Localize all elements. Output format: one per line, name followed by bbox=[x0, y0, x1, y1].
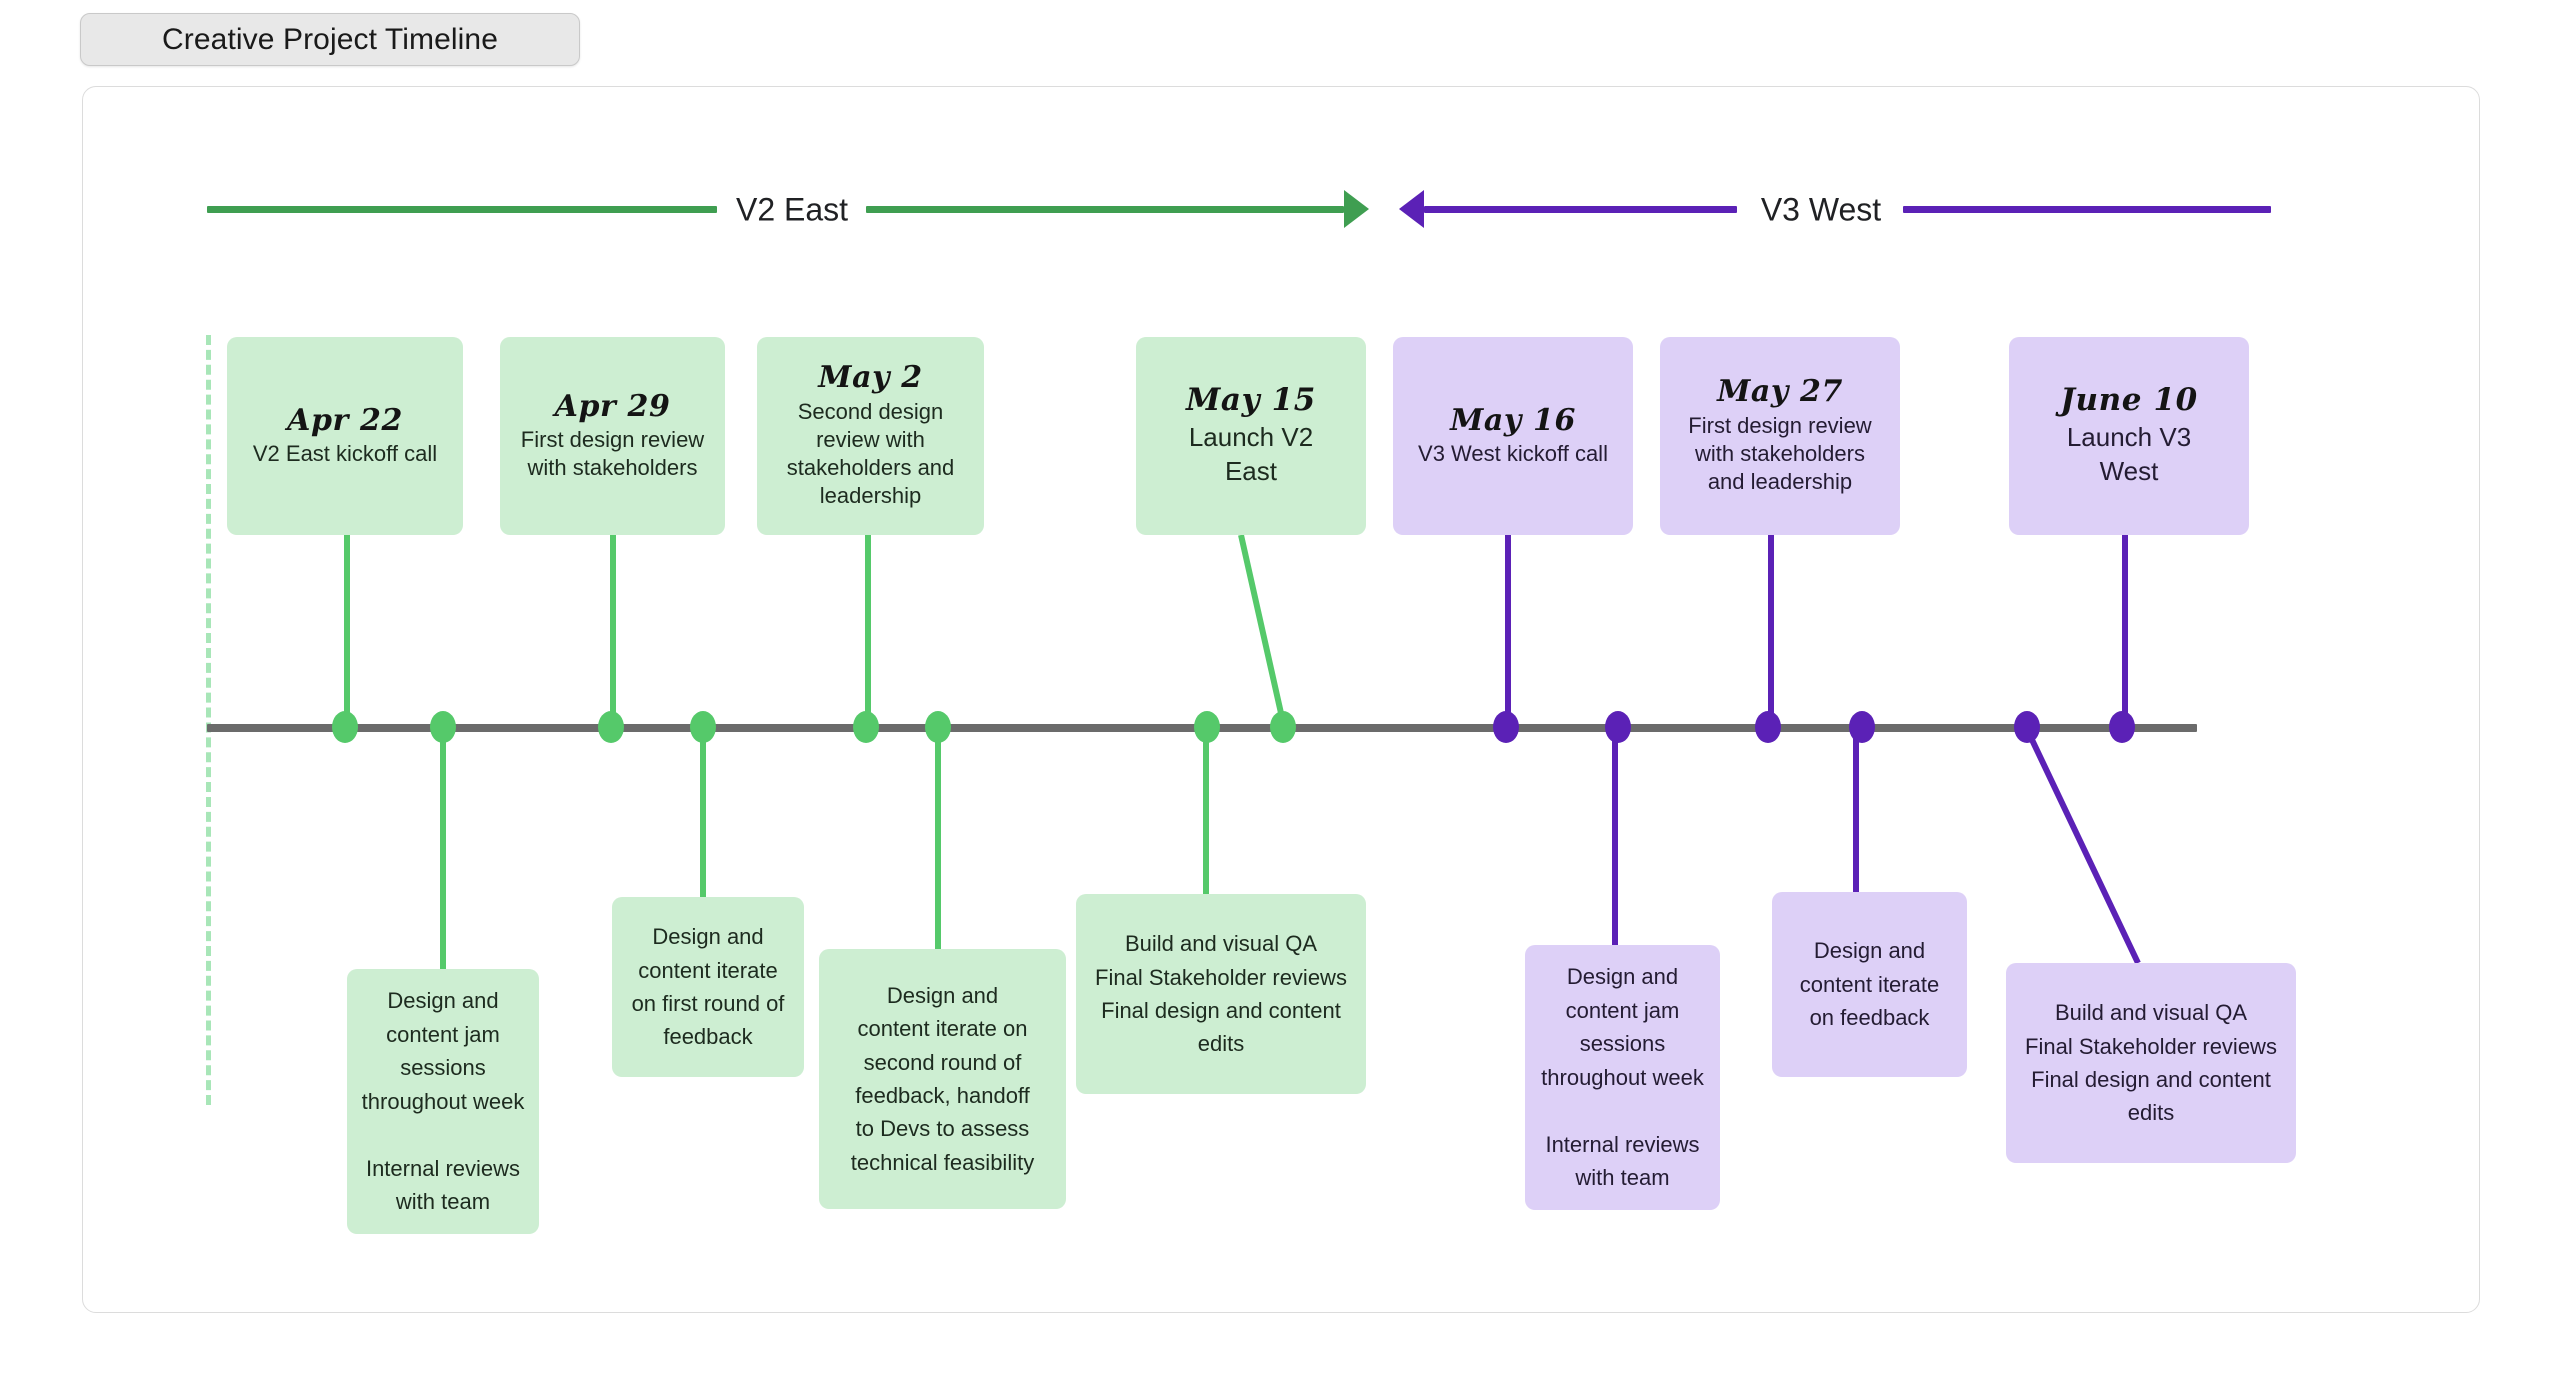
phase-line-v3-west-right bbox=[1903, 206, 2271, 213]
milestone-card-apr29[interactable]: Apr 29 First design review with stakehol… bbox=[500, 337, 725, 535]
timeline-dot[interactable] bbox=[690, 711, 716, 743]
detail-text: Design and content jam sessions througho… bbox=[361, 988, 525, 1215]
detail-box-v2-build-qa[interactable]: Build and visual QA Final Stakeholder re… bbox=[1076, 894, 1366, 1094]
connector-stem-may2 bbox=[865, 535, 871, 725]
connector-stem-detail-3 bbox=[935, 725, 941, 949]
timeline-dot[interactable] bbox=[1605, 711, 1631, 743]
connector-stem-may16 bbox=[1505, 535, 1511, 725]
phase-line-v2-east-left bbox=[207, 206, 717, 213]
detail-text: Design and content iterate on second rou… bbox=[850, 982, 1035, 1175]
timeline-dot[interactable] bbox=[430, 711, 456, 743]
milestone-date: May 16 bbox=[1450, 402, 1576, 438]
milestone-desc: Second design review with stakeholders a… bbox=[786, 398, 955, 509]
timeline-dot[interactable] bbox=[1849, 711, 1875, 743]
phase-arrow-left-icon bbox=[1399, 190, 1424, 228]
milestone-card-may15[interactable]: May 15 Launch V2 East bbox=[1136, 337, 1366, 535]
connector-stem-apr22 bbox=[344, 535, 350, 725]
milestone-desc: First design review with stakeholders bbox=[520, 427, 705, 481]
detail-box-v2-iterate-first[interactable]: Design and content iterate on first roun… bbox=[612, 897, 804, 1077]
milestone-desc: V3 West kickoff call bbox=[1418, 441, 1608, 467]
milestone-date: May 27 bbox=[1717, 374, 1843, 410]
detail-box-v2-iterate-second[interactable]: Design and content iterate on second rou… bbox=[819, 949, 1066, 1209]
phase-label-v2-east: V2 East bbox=[735, 191, 849, 228]
connector-stem-detail-2 bbox=[700, 725, 706, 897]
timeline-dot[interactable] bbox=[332, 711, 358, 743]
timeline-dot[interactable] bbox=[598, 711, 624, 743]
connector-stem-detail-5 bbox=[1612, 725, 1618, 945]
detail-box-v3-build-qa[interactable]: Build and visual QA Final Stakeholder re… bbox=[2006, 963, 2296, 1163]
milestone-date: Apr 29 bbox=[554, 388, 671, 424]
milestone-desc: Launch V2 East bbox=[1188, 422, 1314, 486]
timeline-dot[interactable] bbox=[2109, 711, 2135, 743]
timeline-dot[interactable] bbox=[925, 711, 951, 743]
phase-line-v3-west-left bbox=[1424, 206, 1737, 213]
milestone-desc: First design review with stakeholders an… bbox=[1688, 413, 1872, 495]
connector-stem-apr29 bbox=[610, 535, 616, 725]
detail-text: Design and content iterate on feedback bbox=[1799, 938, 1940, 1031]
milestone-date: Apr 22 bbox=[287, 402, 403, 438]
timeline-dot[interactable] bbox=[853, 711, 879, 743]
page-title-tab[interactable]: Creative Project Timeline bbox=[80, 13, 580, 66]
detail-text: Design and content iterate on first roun… bbox=[631, 924, 785, 1050]
detail-box-v2-jam-sessions[interactable]: Design and content jam sessions througho… bbox=[347, 969, 539, 1234]
timeline-dot[interactable] bbox=[1755, 711, 1781, 743]
phase-label-v3-west: V3 West bbox=[1760, 191, 1882, 228]
milestone-card-may2[interactable]: May 2 Second design review with stakehol… bbox=[757, 337, 984, 535]
detail-box-v3-jam-sessions[interactable]: Design and content jam sessions througho… bbox=[1525, 945, 1720, 1210]
timeline-dot[interactable] bbox=[1270, 711, 1296, 743]
phase-arrow-right-icon bbox=[1344, 190, 1369, 228]
milestone-date: May 2 bbox=[818, 360, 923, 396]
milestone-date: May 15 bbox=[1186, 382, 1316, 419]
milestone-desc: Launch V3 West bbox=[2066, 422, 2192, 486]
connector-stem-detail-4 bbox=[1203, 725, 1209, 894]
milestone-card-june10[interactable]: June 10 Launch V3 West bbox=[2009, 337, 2249, 535]
timeline-dot[interactable] bbox=[2014, 711, 2040, 743]
connector-stem-june10 bbox=[2122, 535, 2128, 725]
detail-text: Build and visual QA Final Stakeholder re… bbox=[1095, 931, 1347, 1057]
milestone-date: June 10 bbox=[2060, 382, 2198, 419]
timeline-dot[interactable] bbox=[1194, 711, 1220, 743]
milestone-card-may16[interactable]: May 16 V3 West kickoff call bbox=[1393, 337, 1633, 535]
connector-stem-detail-1 bbox=[440, 725, 446, 969]
milestone-card-apr22[interactable]: Apr 22 V2 East kickoff call bbox=[227, 337, 463, 535]
page-title: Creative Project Timeline bbox=[162, 22, 498, 56]
timeline-dot[interactable] bbox=[1493, 711, 1519, 743]
detail-text: Design and content jam sessions througho… bbox=[1541, 964, 1704, 1191]
detail-box-v3-iterate-feedback[interactable]: Design and content iterate on feedback bbox=[1772, 892, 1967, 1077]
milestone-desc: V2 East kickoff call bbox=[252, 441, 438, 467]
connector-stem-detail-6 bbox=[1853, 725, 1859, 892]
timeline-start-marker bbox=[206, 335, 211, 1105]
phase-line-v2-east-right bbox=[866, 206, 1344, 213]
milestone-card-may27[interactable]: May 27 First design review with stakehol… bbox=[1660, 337, 1900, 535]
connector-stem-may27 bbox=[1768, 535, 1774, 725]
detail-text: Build and visual QA Final Stakeholder re… bbox=[2025, 1000, 2277, 1126]
